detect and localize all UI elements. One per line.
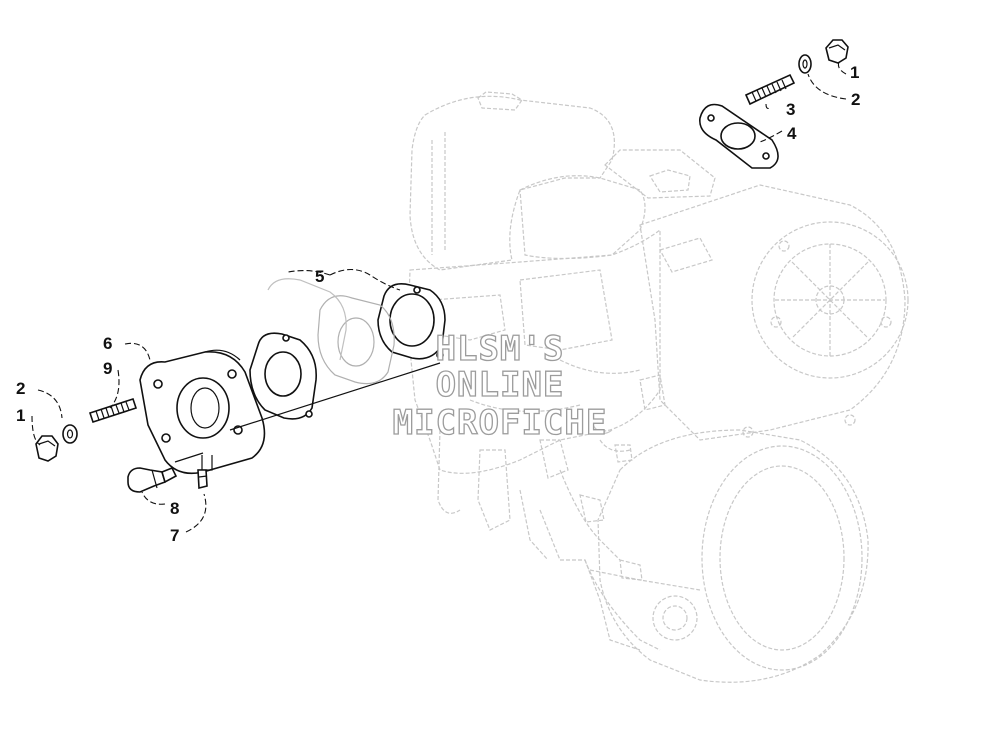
callout-3: 3 bbox=[786, 100, 795, 119]
watermark-line-2: ONLINE bbox=[436, 365, 565, 405]
callout-1-top: 1 bbox=[850, 63, 859, 82]
callout-8: 8 bbox=[170, 499, 179, 518]
callout-2-top: 2 bbox=[851, 90, 860, 109]
flange-gasket-5c bbox=[249, 332, 317, 420]
callout-1-left: 1 bbox=[16, 406, 25, 425]
flange-gasket-5a bbox=[317, 295, 395, 385]
washer-left bbox=[62, 424, 78, 444]
watermark: HLSM'S ONLINE MICROFICHE bbox=[392, 328, 608, 443]
top-right-parts bbox=[699, 39, 849, 169]
washer-top bbox=[798, 54, 812, 74]
callout-6: 6 bbox=[103, 334, 112, 353]
left-parts bbox=[35, 397, 208, 493]
callout-9: 9 bbox=[103, 359, 112, 378]
gasket-top bbox=[699, 103, 779, 169]
exhaust-flange bbox=[139, 349, 266, 475]
bolt-left bbox=[127, 466, 178, 493]
fitting-left bbox=[197, 455, 208, 490]
nut-left bbox=[35, 435, 59, 462]
watermark-line-3: MICROFICHE bbox=[393, 403, 608, 443]
stud-top bbox=[744, 73, 796, 106]
watermark-line-1: HLSM'S bbox=[436, 329, 565, 369]
callout-2-left: 2 bbox=[16, 379, 25, 398]
nut-top bbox=[825, 39, 849, 64]
callout-labels: 1 2 3 4 5 6 9 2 1 8 7 bbox=[16, 63, 860, 545]
callout-7: 7 bbox=[170, 526, 179, 545]
engine-outline bbox=[407, 91, 909, 683]
callout-5: 5 bbox=[315, 267, 324, 286]
leader-lines bbox=[31, 59, 847, 533]
center-gaskets bbox=[249, 278, 446, 420]
stud-left bbox=[88, 397, 138, 424]
callout-4: 4 bbox=[787, 124, 797, 143]
